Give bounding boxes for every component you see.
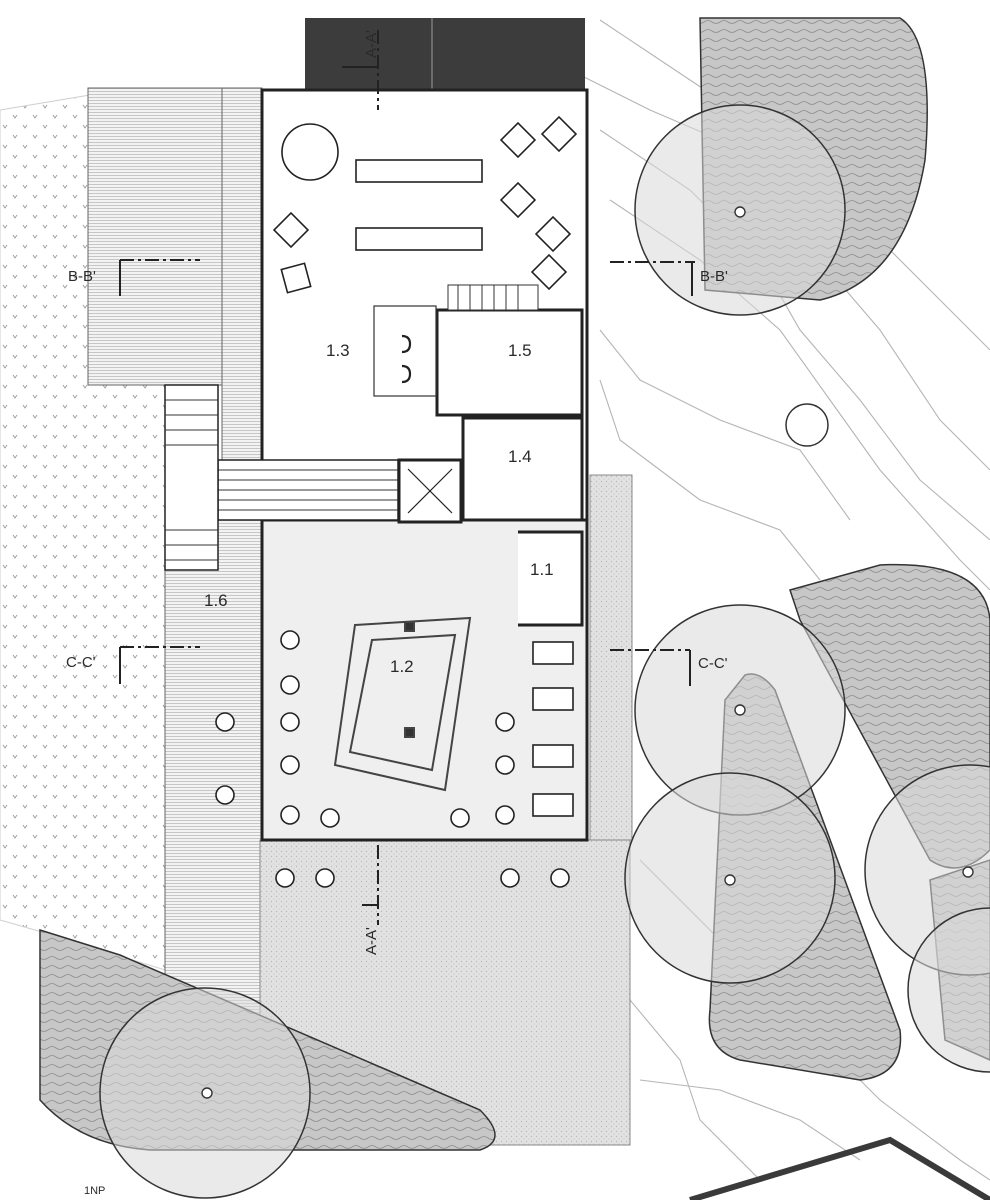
room-label-1-3: 1.3 [326,341,350,360]
section-lines [120,30,695,925]
building [164,88,589,842]
cafe-tables [215,630,574,888]
lounge-furniture [272,115,578,294]
gravel-strip-right [589,474,633,841]
room-label-1-1: 1.1 [530,560,554,579]
floor-label: 1NP [84,1185,105,1197]
tree-trunks [201,206,974,1099]
section-label-a-top: A-A' [363,30,380,58]
room-label-1-5: 1.5 [508,341,532,360]
section-label-c-right: C-C' [698,655,728,672]
section-label-c-left: C-C' [66,654,96,671]
road-edge [689,1136,990,1200]
north-structure [305,18,585,96]
bar-counter [333,616,472,792]
room-label-1-4: 1.4 [508,447,532,466]
room-label-1-2: 1.2 [390,657,414,676]
room-label-1-6: 1.6 [204,591,228,610]
section-label-a-bottom: A-A' [363,927,380,955]
section-label-b-right: B-B' [700,268,728,285]
section-label-b-left: B-B' [68,268,96,285]
